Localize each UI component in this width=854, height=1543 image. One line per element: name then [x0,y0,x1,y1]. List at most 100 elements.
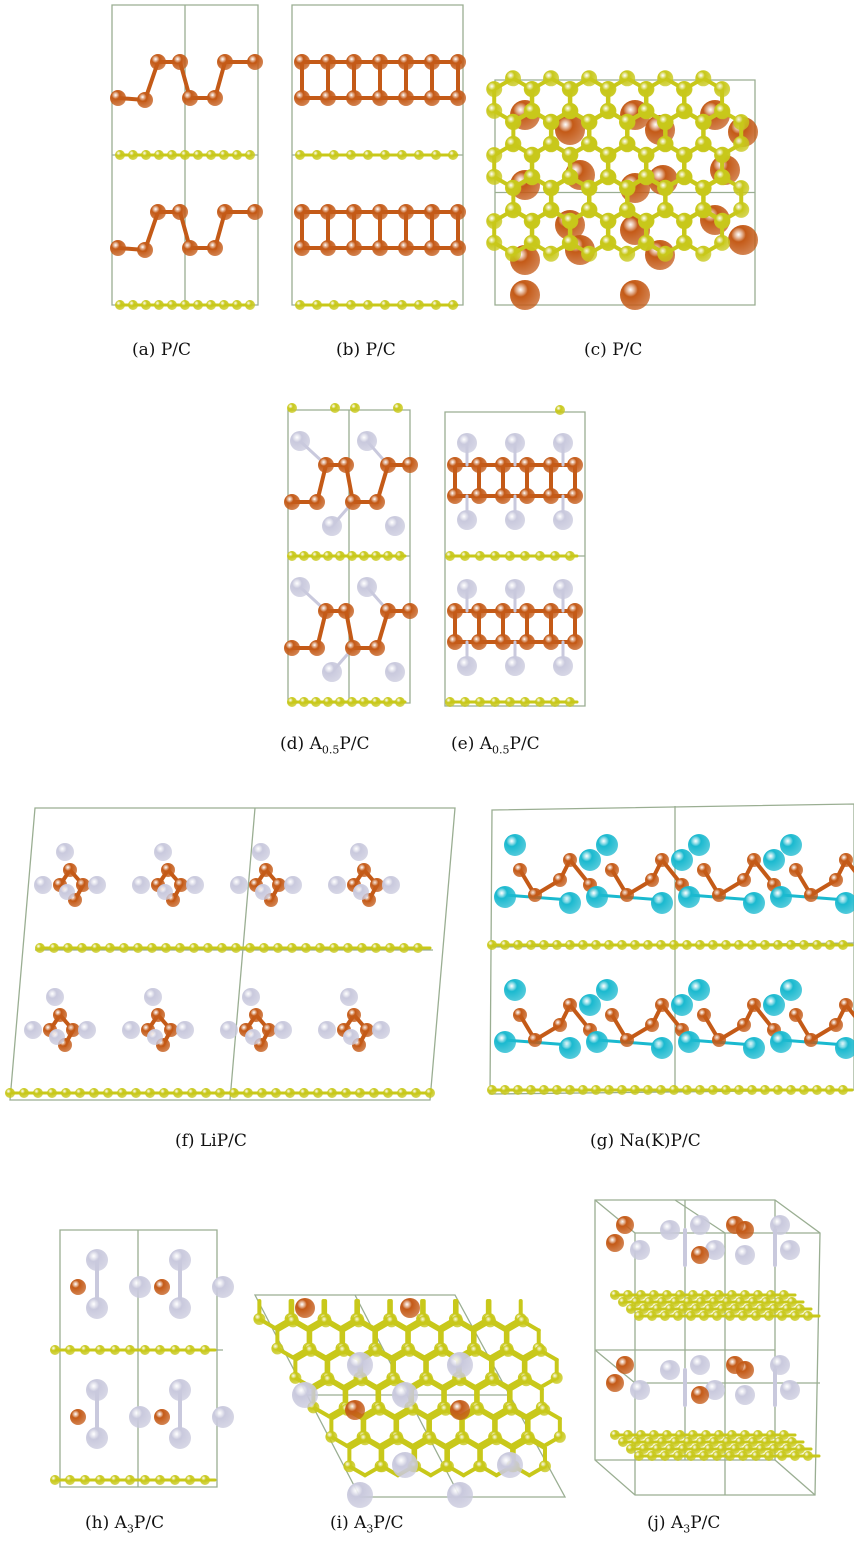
carbon-atom [695,245,712,262]
phosphorus-atom [182,90,198,106]
phosphorus-atom [424,54,440,70]
carbon-atom [662,1290,672,1300]
carbon-atom [634,1451,644,1461]
carbon-atom [173,1088,183,1098]
phosphorus-atom [76,878,90,892]
carbon-atom [170,1475,180,1485]
carbon-atom [676,169,693,186]
carbon-atom [787,1297,797,1307]
metal-atom [122,1021,140,1039]
carbon-atom [812,940,822,950]
carbon-atom [764,1311,774,1321]
carbon-atom [50,1345,60,1355]
carbon-atom [397,1088,407,1098]
metal-atom [596,834,618,856]
carbon-atom [538,1460,551,1473]
phosphorus-atom [249,1008,263,1022]
carbon-atom [747,1085,757,1095]
structure-d [284,403,418,707]
unit-cell-outline [444,411,586,707]
carbon-atom [753,1290,763,1300]
carbon-atom [657,180,674,197]
carbon-atom [769,1304,779,1314]
carbon-atom [313,1088,323,1098]
carbon-atom [787,1437,797,1447]
carbon-atom [330,403,340,413]
carbon-atom [678,1444,688,1454]
carbon-atom [475,697,485,707]
carbon-atom [701,1290,711,1300]
metal-atom [678,1031,700,1053]
phosphorus-atom [747,853,761,867]
metal-atom [780,834,802,856]
carbon-atom [600,147,617,164]
carbon-atom [552,1085,562,1095]
carbon-atom [717,1304,727,1314]
carbon-atom [200,1345,210,1355]
unit-cell-edge [229,807,256,1101]
carbon-atom [539,1085,549,1095]
carbon-atom [656,940,666,950]
metal-atom [357,577,377,597]
carbon-atom [565,940,575,950]
carbon-atom [721,940,731,950]
metal-atom [343,1029,359,1045]
carbon-atom [376,1460,389,1473]
carbon-atom [486,234,503,251]
carbon-atom [686,1451,696,1461]
carbon-atom [675,1290,685,1300]
carbon-atom [591,1085,601,1095]
panel-j [585,1195,830,1500]
carbon-atom [335,697,345,707]
phosphorus-atom [380,457,396,473]
phosphorus-atom [450,1400,470,1420]
metal-atom [505,656,525,676]
metal-atom [132,876,150,894]
metal-atom [169,1249,191,1271]
carbon-atom [721,1085,731,1095]
carbon-atom [714,147,731,164]
caption-i: (i) A3P/C [330,1513,404,1536]
carbon-atom [748,1297,758,1307]
carbon-atom [676,147,693,164]
phosphorus-atom [471,634,487,650]
carbon-atom [747,940,757,950]
carbon-atom [634,1311,644,1321]
phosphorus-atom [338,457,354,473]
carbon-atom [189,943,199,953]
metal-atom [86,1249,108,1271]
carbon-atom [812,1085,822,1095]
phosphorus-atom [161,863,175,877]
unit-cell-edge [774,1459,816,1496]
metal-atom [835,892,854,914]
metal-atom [147,1029,163,1045]
phosphorus-atom [543,634,559,650]
metal-atom [835,1037,854,1059]
phosphorus-atom [294,90,310,106]
phosphorus-atom [150,54,166,70]
phosphorus-atom [151,1008,165,1022]
metal-atom [78,1021,96,1039]
carbon-atom [439,1403,452,1416]
phosphorus-atom [645,1018,659,1032]
metal-atom [770,1031,792,1053]
metal-atom [353,884,369,900]
carbon-atom [696,1437,706,1447]
metal-atom [559,892,581,914]
metal-atom [447,1482,473,1508]
carbon-atom [604,1085,614,1095]
carbon-atom [505,114,522,131]
carbon-atom [161,943,171,953]
phosphorus-atom [70,1279,86,1295]
carbon-atom [311,551,321,561]
carbon-atom [287,403,297,413]
carbon-atom [581,180,598,197]
carbon-atom [699,1311,709,1321]
unit-cell-edge [594,1349,636,1384]
metal-atom [579,994,601,1016]
panel-c [485,70,770,315]
metal-atom [49,1029,65,1045]
phosphorus-atom [620,888,634,902]
panel-a [100,0,270,310]
carbon-atom [657,245,674,262]
